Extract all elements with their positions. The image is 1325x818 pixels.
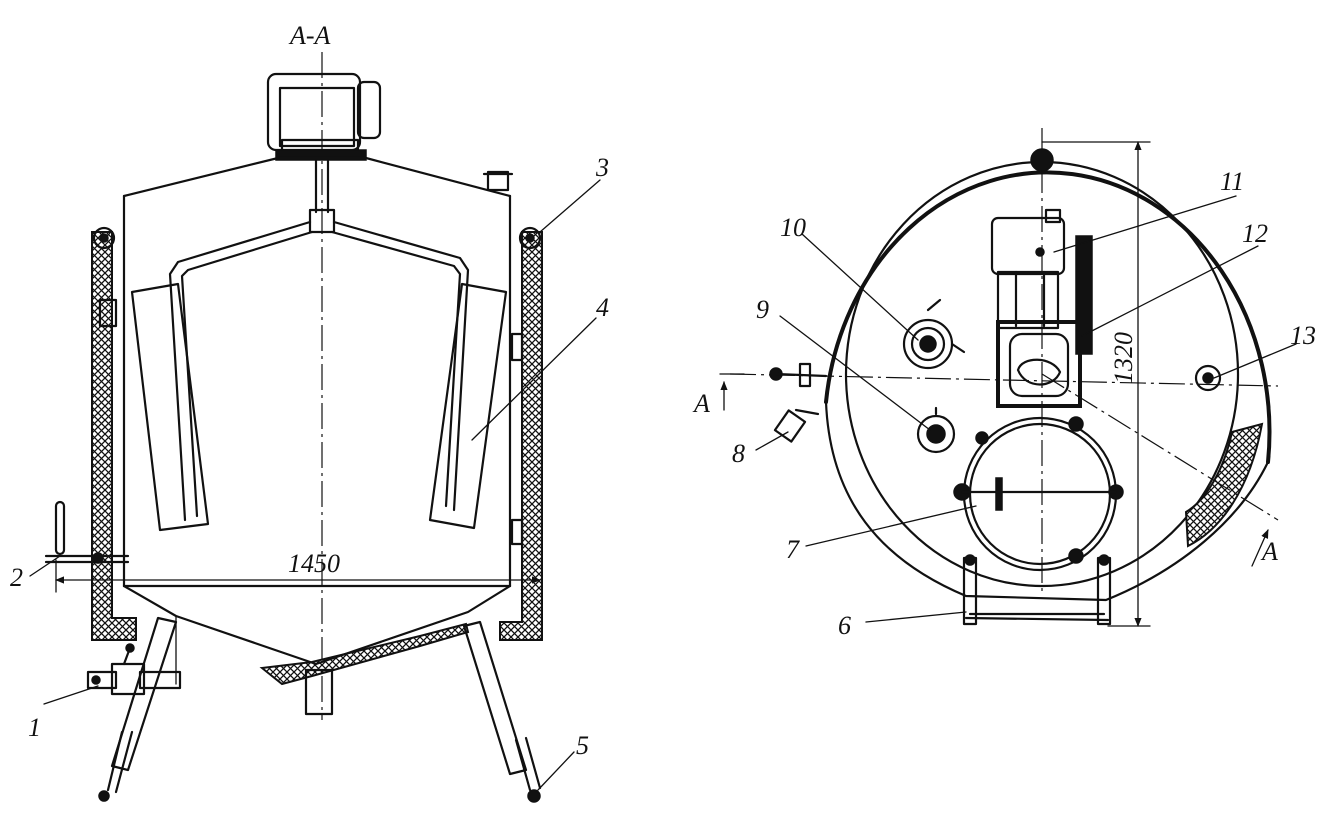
insulation-bottom	[259, 622, 470, 686]
section-mark-right: A	[1260, 537, 1278, 566]
section-view: A-A	[10, 21, 609, 803]
sample-valve	[773, 408, 820, 443]
side-probe	[769, 362, 828, 388]
callout-13: 13	[1290, 321, 1316, 350]
lid	[122, 156, 512, 198]
thermometer	[44, 500, 130, 564]
callout-9: 9	[756, 295, 769, 324]
leg-left	[98, 616, 178, 802]
agitator-blade-left	[130, 282, 210, 532]
support-legs	[962, 554, 1112, 626]
callout-6: 6	[838, 611, 851, 640]
side-fitting	[1194, 364, 1222, 392]
callout-7: 7	[786, 535, 800, 564]
agitator-frame	[168, 220, 470, 522]
section-mark-left: A	[692, 389, 710, 418]
insulation-left	[91, 231, 137, 641]
callout-5: 5	[576, 731, 589, 760]
clamp-ring	[518, 226, 542, 250]
callout-11: 11	[1220, 167, 1244, 196]
sight-glass	[902, 298, 966, 370]
drain-valve	[86, 643, 146, 696]
leg-right	[462, 620, 542, 803]
callout-4: 4	[596, 293, 609, 322]
insulation-cutaway	[1184, 422, 1264, 548]
drive-unit	[990, 208, 1093, 408]
agitator-blade-right	[428, 282, 508, 530]
width-dimension: 1450	[288, 549, 340, 578]
callout-2: 2	[10, 563, 23, 592]
outlet-pipe	[304, 668, 334, 716]
conical-bottom	[122, 584, 512, 666]
top-fitting	[1030, 148, 1054, 172]
drive-motor	[266, 72, 382, 161]
callout-10: 10	[780, 213, 806, 242]
manhole-hatch	[953, 416, 1124, 572]
callout-8: 8	[732, 439, 745, 468]
lid-fitting	[482, 170, 514, 192]
section-title: A-A	[288, 21, 331, 50]
callout-1: 1	[28, 713, 41, 742]
plan-view: 1320 A A 6 7 8 9 10 11 12 13	[692, 128, 1316, 640]
callout-12: 12	[1242, 219, 1268, 248]
height-dimension: 1320	[1109, 332, 1138, 384]
inlet-fitting	[916, 406, 956, 454]
callout-3: 3	[595, 153, 609, 182]
insulation-right	[499, 231, 543, 641]
